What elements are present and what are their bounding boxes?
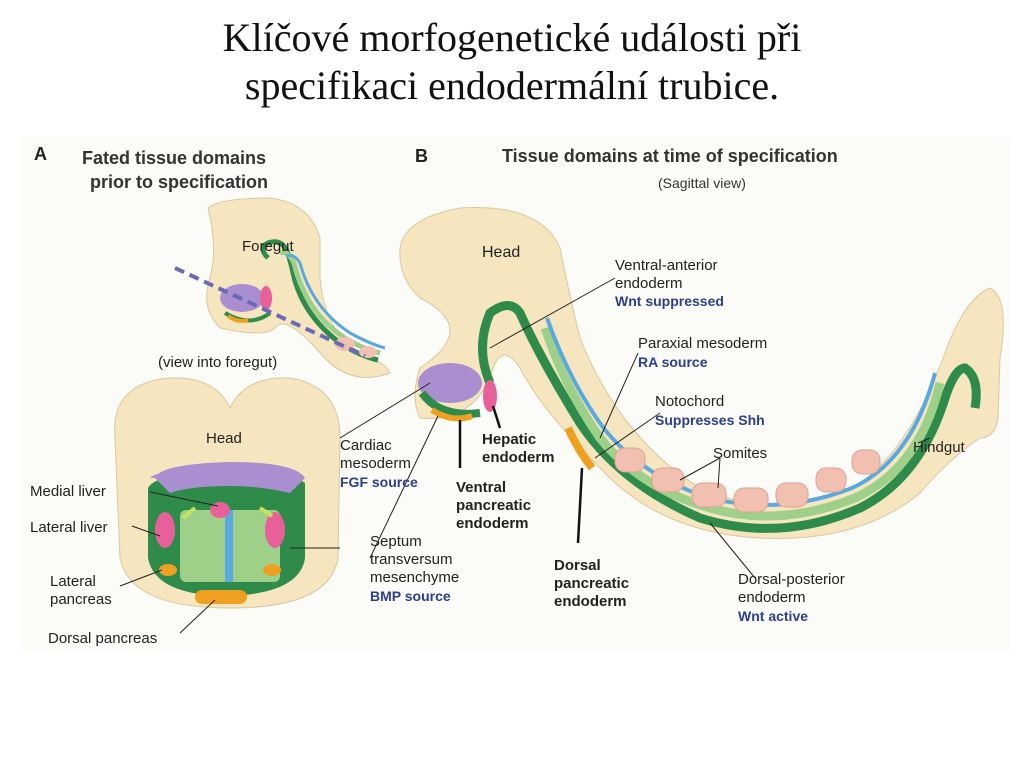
title-line-2: specifikaci endodermální trubice. <box>244 63 780 108</box>
cardiac-mesoderm-shape <box>418 363 482 403</box>
dorsal-posterior-label-1: Dorsal-posterior <box>738 571 845 588</box>
hepatic-bud <box>483 380 497 412</box>
dorsal-pancreatic-label-3: endoderm <box>554 593 627 610</box>
title-line-1: Klíčové morfogenetické události při <box>222 15 802 60</box>
dorsal-pancreas-label: Dorsal pancreas <box>48 630 157 647</box>
panel-b: B Tissue domains at time of specificatio… <box>290 146 1004 624</box>
panel-a-title-1: Fated tissue domains <box>82 148 266 168</box>
ventral-pancreatic-domain <box>430 407 473 422</box>
ventral-pancreatic-label-3: endoderm <box>456 515 529 532</box>
dorsal-pancreatic-domain <box>564 426 596 471</box>
slide-title: Klíčové morfogenetické události při spec… <box>0 14 1024 110</box>
panel-b-letter: B <box>415 146 428 166</box>
panel-a-title-2: prior to specification <box>90 172 268 192</box>
ventral-pancreatic-label-1: Ventral <box>456 479 506 496</box>
dorsal-pancreatic-label-1: Dorsal <box>554 557 601 574</box>
hindgut-label: Hindgut <box>913 439 966 456</box>
cardiac-label-2: mesoderm <box>340 455 411 472</box>
septum-label-2: transversum <box>370 551 453 568</box>
bmp-source-label: BMP source <box>370 588 451 604</box>
lateral-pancreas-label-1: Lateral <box>50 573 96 590</box>
panel-a-head-label: Head <box>206 430 242 447</box>
head-cross-section <box>114 377 341 609</box>
lateral-pancreas-label-2: pancreas <box>50 591 112 608</box>
dorsal-pancreas-bud <box>195 590 247 604</box>
medial-liver-bud <box>210 502 230 518</box>
panel-b-title: Tissue domains at time of specification <box>502 146 838 166</box>
ventral-pancreatic-label-2: pancreatic <box>456 497 531 514</box>
endoderm-diagram: A Fated tissue domains prior to specific… <box>20 138 1010 652</box>
panel-a-letter: A <box>34 144 47 164</box>
ventral-anterior-label-2: endoderm <box>615 275 683 292</box>
arrow-icon <box>181 506 197 520</box>
somites-label: Somites <box>713 445 767 462</box>
notochord-label: Notochord <box>655 393 724 410</box>
embryo-sagittal <box>399 207 1004 539</box>
hepatic-label-1: Hepatic <box>482 431 536 448</box>
ra-source-label: RA source <box>638 354 708 370</box>
medial-liver-label: Medial liver <box>30 483 106 500</box>
hepatic-arrow-icon <box>491 405 502 429</box>
wnt-suppressed-label: Wnt suppressed <box>615 293 724 309</box>
paraxial-mesoderm-label: Paraxial mesoderm <box>638 335 767 352</box>
panel-a: A Fated tissue domains prior to specific… <box>30 144 391 647</box>
septum-label-3: mesenchyme <box>370 569 459 586</box>
section-plane-line <box>174 266 366 358</box>
panel-b-arrows <box>458 405 584 544</box>
dorsal-posterior-label-2: endoderm <box>738 589 806 606</box>
septum-label-1: Septum <box>370 533 422 550</box>
ventral-anterior-label-1: Ventral-anterior <box>615 257 718 274</box>
panel-b-head-label: Head <box>482 244 520 261</box>
panel-b-subtitle: (Sagittal view) <box>658 175 746 191</box>
dorsal-pancreatic-label-2: pancreatic <box>554 575 629 592</box>
cardiac-label-1: Cardiac <box>340 437 392 454</box>
foregut-label: Foregut <box>242 238 295 255</box>
lateral-liver-label: Lateral liver <box>30 519 108 536</box>
dorsal-pancreatic-arrow-icon <box>576 467 584 544</box>
arrow-icon <box>258 506 274 518</box>
hepatic-label-2: endoderm <box>482 449 555 466</box>
wnt-active-label: Wnt active <box>738 608 808 624</box>
panel-a-leaders <box>119 491 219 634</box>
somite-blocks <box>614 447 881 513</box>
foregut-sketch <box>174 197 391 378</box>
panel-b-leaders <box>290 277 931 579</box>
suppresses-shh-label: Suppresses Shh <box>655 412 765 428</box>
view-into-foregut-label: (view into foregut) <box>158 354 277 371</box>
fgf-source-label: FGF source <box>340 474 418 490</box>
